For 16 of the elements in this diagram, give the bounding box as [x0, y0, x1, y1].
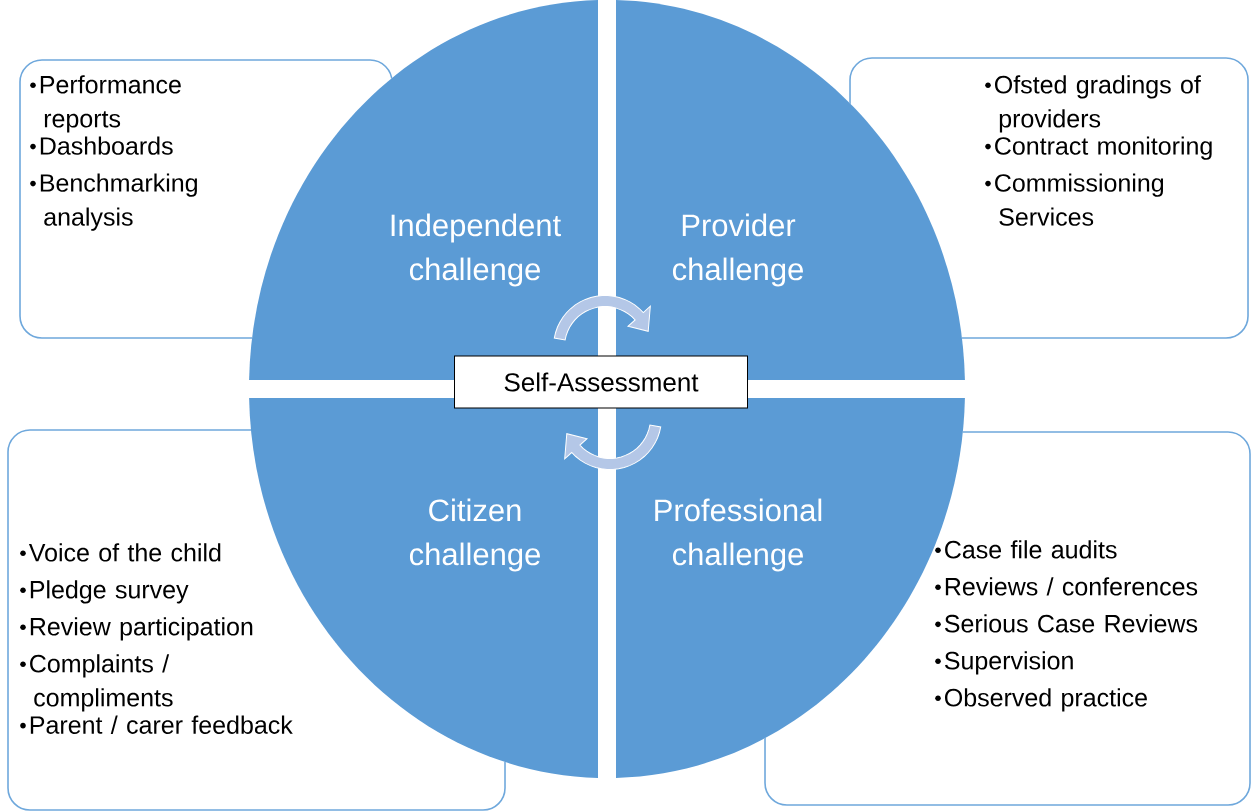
bullet-item: Reviews / conferences — [935, 577, 1198, 596]
bullet-item: Observed practice — [935, 688, 1147, 712]
bullet-item: Review participation — [20, 617, 253, 641]
bullet-item: Ofsted gradings of providers — [985, 75, 1201, 133]
bullet-item: Contract monitoring — [985, 136, 1212, 160]
bullet-item: Commissioning Services — [985, 173, 1164, 226]
bullet-item: Dashboards — [30, 136, 173, 155]
bullet-item: Parent / carer feedback — [20, 715, 293, 734]
bullet-item: Pledge survey — [20, 580, 189, 604]
bullet-item: Complaints / compliments — [20, 654, 173, 712]
bullet-item: Voice of the child — [20, 543, 221, 562]
bullet-item: Performance reports — [30, 75, 181, 133]
bullet-item: Supervision — [935, 651, 1073, 675]
bullet-item: Serious Case Reviews — [935, 614, 1198, 633]
bullet-item: Case file audits — [935, 540, 1117, 559]
bullet-item: Benchmarking analysis — [30, 173, 197, 231]
